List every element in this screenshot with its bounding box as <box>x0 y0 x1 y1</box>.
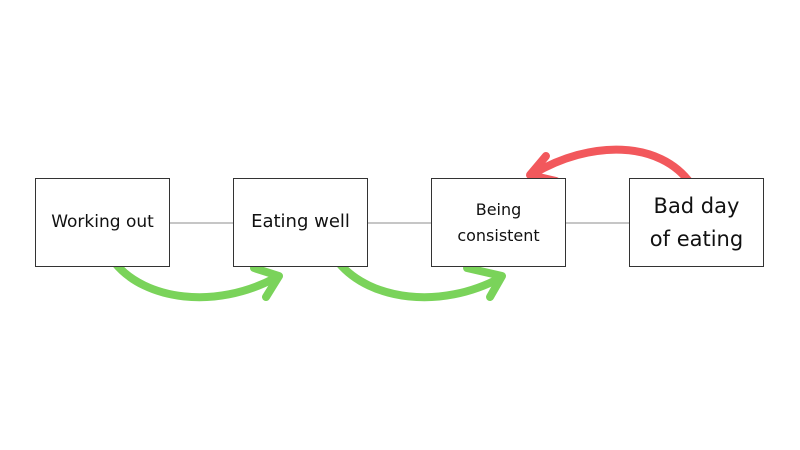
node-eating-well: Eating well <box>233 178 368 267</box>
arrow-curve <box>111 259 279 302</box>
arrow-eating-well-to-being-consistent <box>335 259 506 302</box>
arrow-curve <box>529 145 695 188</box>
node-being-consistent: Being consistent <box>431 178 566 267</box>
node-label: Bad day of eating <box>649 193 744 251</box>
node-label: Being consistent <box>457 199 540 245</box>
arrow-head <box>463 264 506 301</box>
node-label: Working out <box>51 212 154 233</box>
node-label: Eating well <box>251 211 350 233</box>
node-working-out: Working out <box>35 178 170 267</box>
arrow-curve <box>335 259 504 302</box>
arrow-working-out-to-eating-well <box>111 259 283 302</box>
arrow-head <box>250 264 283 301</box>
node-bad-day-of-eating: Bad day of eating <box>629 178 764 267</box>
